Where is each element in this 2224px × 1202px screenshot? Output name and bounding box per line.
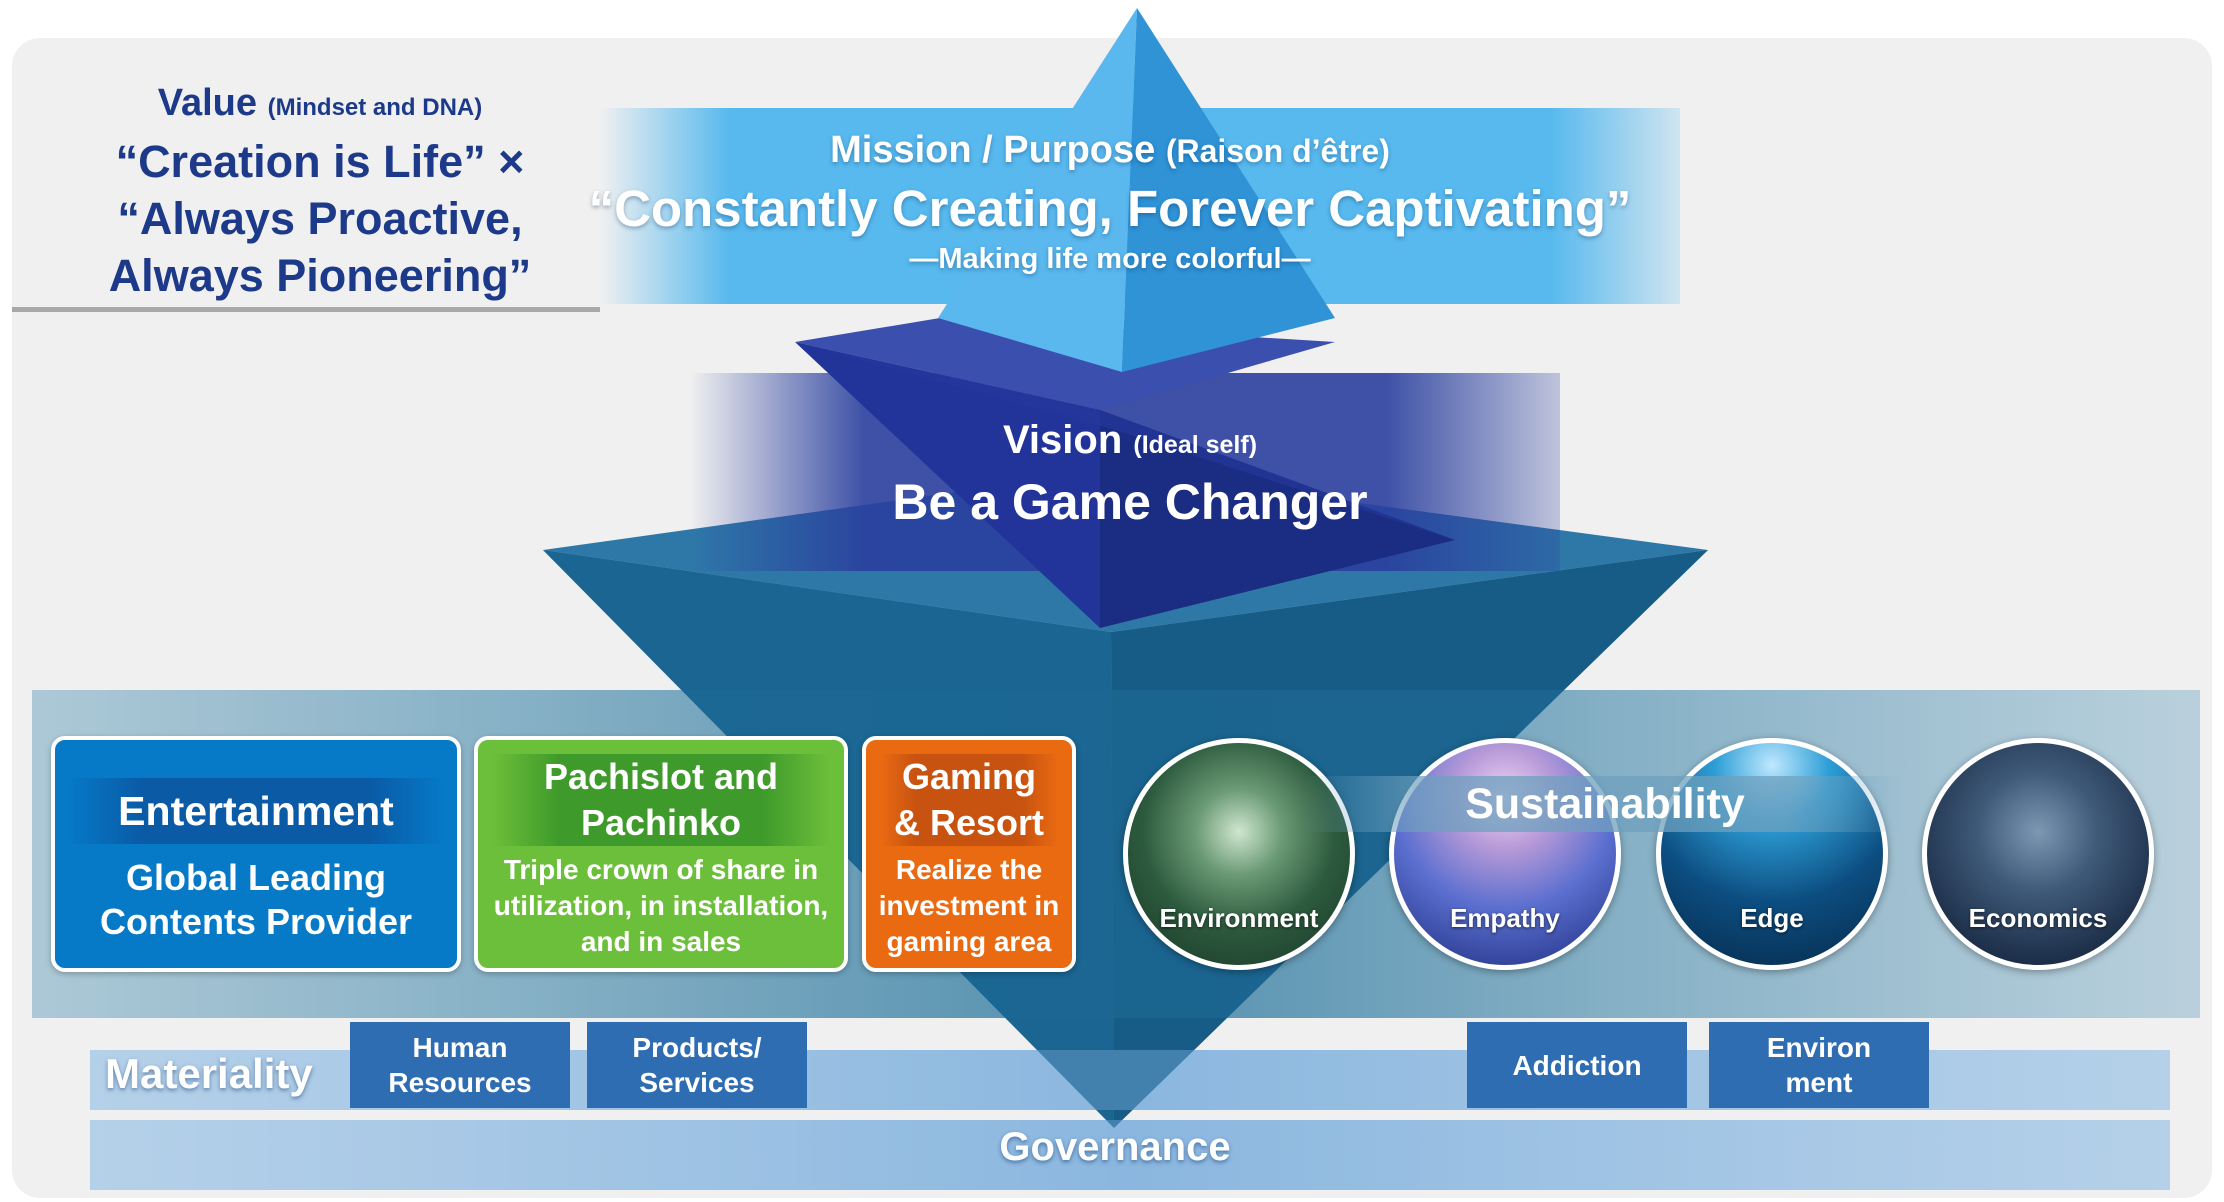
empathy-label: Empathy bbox=[1450, 903, 1560, 933]
pachislot-title: Pachislot and Pachinko bbox=[492, 754, 830, 846]
vision-title: Vision (Ideal self) bbox=[700, 413, 1560, 472]
pyramid-tier2-right-face bbox=[1100, 410, 1455, 628]
pachislot-body-line3: and in sales bbox=[580, 926, 742, 957]
materiality-item-line1: Addiction bbox=[1512, 1049, 1642, 1081]
gaming-title-line2: & Resort bbox=[893, 802, 1045, 843]
gaming-body: Realize the investment in gaming area bbox=[866, 852, 1072, 960]
materiality-item-line1: Human bbox=[412, 1032, 508, 1063]
materiality-item-line1: Environ bbox=[1766, 1032, 1872, 1063]
vision-title-text: Vision bbox=[1002, 418, 1123, 462]
materiality-item-line2: ment bbox=[1785, 1067, 1853, 1098]
mission-title-text: Mission / Purpose bbox=[830, 129, 1156, 171]
sustainability-title-band bbox=[1305, 776, 1905, 832]
environment-circle: Environment bbox=[1123, 738, 1355, 970]
value-line-1: “Creation is Life” × bbox=[115, 136, 525, 187]
materiality-label: Materiality bbox=[105, 1050, 313, 1097]
vision-block: Vision (Ideal self) Be a Game Changer bbox=[700, 413, 1560, 532]
gaming-body-line1: Realize the bbox=[895, 854, 1043, 885]
value-line-3: Always Pioneering” bbox=[108, 250, 532, 301]
mission-subtitle: (Raison d’être) bbox=[1165, 133, 1390, 169]
pachislot-body: Triple crown of share in utilization, in… bbox=[478, 852, 844, 960]
mission-tagline: —Making life more colorful— bbox=[909, 243, 1311, 275]
governance-band bbox=[90, 1120, 2170, 1190]
economics-label: Economics bbox=[1968, 903, 2108, 933]
gaming-title-line1: Gaming bbox=[901, 756, 1036, 797]
entertainment-body-line2: Contents Provider bbox=[99, 901, 413, 942]
value-title-text: Value bbox=[157, 82, 258, 124]
value-subtitle: (Mindset and DNA) bbox=[267, 94, 483, 121]
pyramid-tier1-right-face bbox=[1122, 8, 1335, 372]
materiality-environment: Environ ment bbox=[1709, 1022, 1929, 1108]
entertainment-card: Entertainment Global Leading Contents Pr… bbox=[51, 736, 461, 972]
materiality-addiction: Addiction bbox=[1467, 1022, 1687, 1108]
entertainment-title: Entertainment bbox=[69, 778, 443, 844]
entertainment-body: Global Leading Contents Provider bbox=[55, 856, 457, 944]
value-block: Value (Mindset and DNA) “Creation is Lif… bbox=[40, 78, 600, 304]
pyramid-tier2-left-face bbox=[795, 342, 1100, 628]
pyramid-tier1-left-face bbox=[938, 8, 1137, 372]
vision-statement: Be a Game Changer bbox=[892, 474, 1368, 530]
vision-subtitle: (Ideal self) bbox=[1133, 431, 1258, 459]
gaming-body-line2: investment in bbox=[878, 890, 1060, 921]
gaming-body-line3: gaming area bbox=[886, 926, 1052, 957]
materiality-item-line2: Resources bbox=[388, 1067, 532, 1098]
empathy-circle: Empathy bbox=[1389, 738, 1621, 970]
materiality-item-line2: Services bbox=[639, 1067, 755, 1098]
materiality-products-services: Products/Services bbox=[587, 1022, 807, 1108]
pachislot-body-line2: utilization, in installation, bbox=[493, 890, 829, 921]
gaming-title: Gaming & Resort bbox=[880, 754, 1058, 846]
value-line-2: “Always Proactive, bbox=[117, 193, 523, 244]
mission-block: Mission / Purpose (Raison d’être) “Const… bbox=[560, 124, 1660, 277]
pachislot-title-line1: Pachislot and bbox=[543, 756, 779, 797]
mission-statement: “Constantly Creating, Forever Captivatin… bbox=[588, 180, 1632, 237]
value-divider bbox=[12, 307, 600, 312]
mission-title: Mission / Purpose (Raison d’être) bbox=[560, 124, 1660, 177]
pachislot-card: Pachislot and Pachinko Triple crown of s… bbox=[474, 736, 848, 972]
value-title: Value (Mindset and DNA) bbox=[40, 78, 600, 133]
environment-label: Environment bbox=[1159, 903, 1319, 933]
edge-circle: Edge bbox=[1656, 738, 1888, 970]
economics-circle: Economics bbox=[1922, 738, 2154, 970]
governance-label: Governance bbox=[999, 1125, 1231, 1169]
edge-label: Edge bbox=[1740, 903, 1804, 933]
gaming-card: Gaming & Resort Realize the investment i… bbox=[862, 736, 1076, 972]
pachislot-title-line2: Pachinko bbox=[580, 802, 742, 843]
materiality-item-line1: Products/ bbox=[632, 1032, 762, 1063]
entertainment-body-line1: Global Leading bbox=[125, 857, 386, 898]
pachislot-body-line1: Triple crown of share in bbox=[503, 854, 819, 885]
sustainability-title: Sustainability bbox=[1465, 780, 1745, 828]
